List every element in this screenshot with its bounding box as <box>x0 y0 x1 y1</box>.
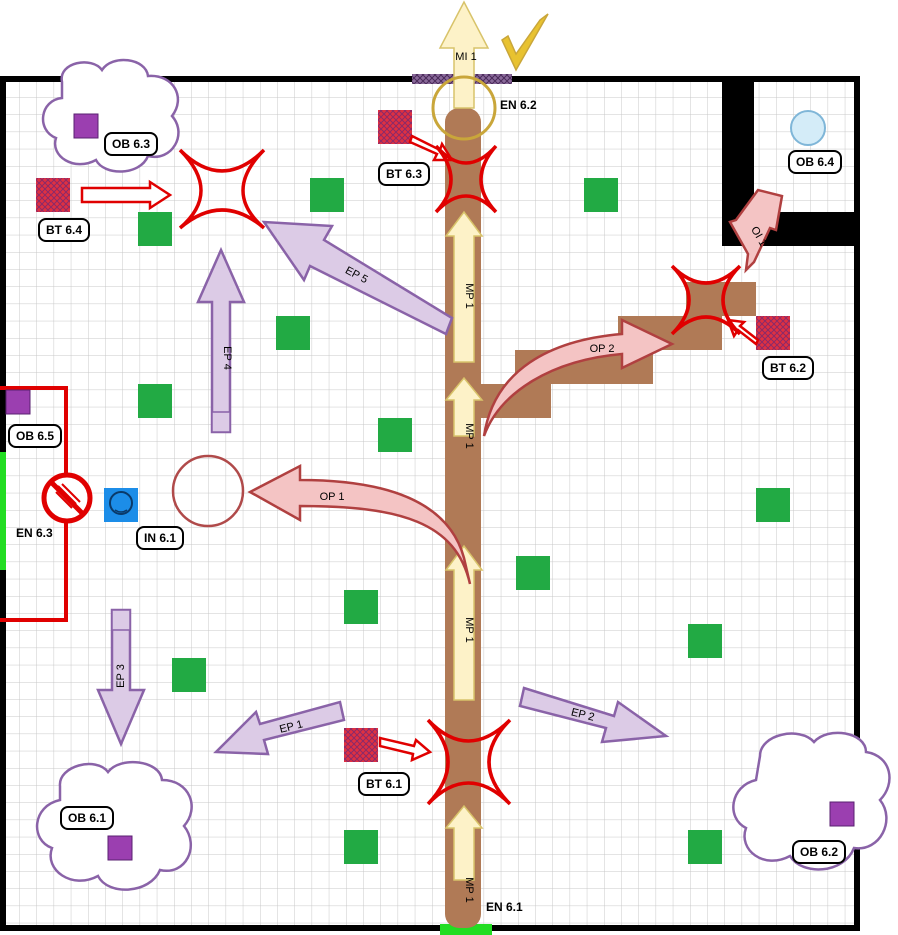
goal-ob-6-3 <box>73 113 99 139</box>
entry-en-6-3-marker <box>0 452 6 570</box>
label-bt-6-4: BT 6.4 <box>38 218 91 242</box>
ep-3-tail <box>111 609 131 631</box>
cloud-ob-6-2 <box>732 731 891 871</box>
mp-label-2: MP 1 <box>463 617 475 642</box>
label-bt-6-3: BT 6.3 <box>378 162 431 186</box>
op-arrow-2 <box>482 318 675 437</box>
ep-arrow-4 <box>196 246 246 434</box>
ep-label-4: EP 4 <box>221 346 233 370</box>
mp-arrow-1 <box>444 804 484 881</box>
bt-6-4-square <box>36 178 70 212</box>
mi-arrow <box>438 0 490 109</box>
mi-target-ring <box>431 75 497 141</box>
hazard-star-top-center <box>434 144 498 214</box>
cloud-ob-6-1 <box>35 760 193 891</box>
ep-4-tail <box>211 411 231 433</box>
label-in-6-1: IN 6.1 <box>136 526 185 550</box>
oi-arrow <box>728 188 784 274</box>
op-label-2: OP 2 <box>590 343 615 355</box>
label-ob-6-3: OB 6.3 <box>104 132 159 156</box>
arrow-bt-6-1 <box>378 736 433 763</box>
label-en-6-3: EN 6.3 <box>16 526 53 540</box>
mp-label-1: MP 1 <box>463 877 475 902</box>
label-en-6-1: EN 6.1 <box>486 900 523 914</box>
mi-label: MI 1 <box>455 51 476 63</box>
op-arrow-1 <box>247 463 472 585</box>
label-ob-6-1: OB 6.1 <box>60 806 115 830</box>
label-ob-6-2: OB 6.2 <box>792 840 847 864</box>
ep-arrow-5 <box>261 220 454 336</box>
label-bt-6-2: BT 6.2 <box>762 356 815 380</box>
ep-arrow-2 <box>518 686 670 744</box>
mp-arrow-2 <box>444 544 484 701</box>
bt-6-2-square <box>756 316 790 350</box>
mp-label-3: MP 1 <box>463 423 475 448</box>
ep-label-1: EP 1 <box>278 718 304 735</box>
goal-ob-6-5 <box>5 389 31 415</box>
goal-ob-6-4 <box>790 110 826 146</box>
ep-label-2: EP 2 <box>570 706 596 723</box>
goal-ob-6-1 <box>107 835 133 861</box>
goal-ob-6-2 <box>829 801 855 827</box>
hazard-star-top-left <box>178 148 266 230</box>
ep-arrow-1 <box>213 700 346 756</box>
label-en-6-2: EN 6.2 <box>500 98 537 112</box>
ep-label-3: EP 3 <box>115 664 127 688</box>
mp-arrow-4 <box>444 210 484 363</box>
no-entry-icon <box>41 472 93 524</box>
op-label-1: OP 1 <box>320 491 345 503</box>
mp-arrow-3 <box>444 376 484 437</box>
arrow-bt-6-4 <box>80 179 173 211</box>
entry-en-6-1-marker <box>440 924 492 935</box>
label-ob-6-4: OB 6.4 <box>788 150 843 174</box>
hazard-star-bottom <box>426 718 512 806</box>
hazard-star-right <box>670 264 742 336</box>
bt-6-1-square <box>344 728 378 762</box>
person-icon <box>109 491 133 515</box>
check-icon <box>501 13 549 72</box>
label-ob-6-5: OB 6.5 <box>8 424 63 448</box>
op1-target-ring <box>171 454 245 528</box>
mp-label-4: MP 1 <box>463 283 475 308</box>
label-bt-6-1: BT 6.1 <box>358 772 411 796</box>
bt-6-3-square <box>378 110 412 144</box>
